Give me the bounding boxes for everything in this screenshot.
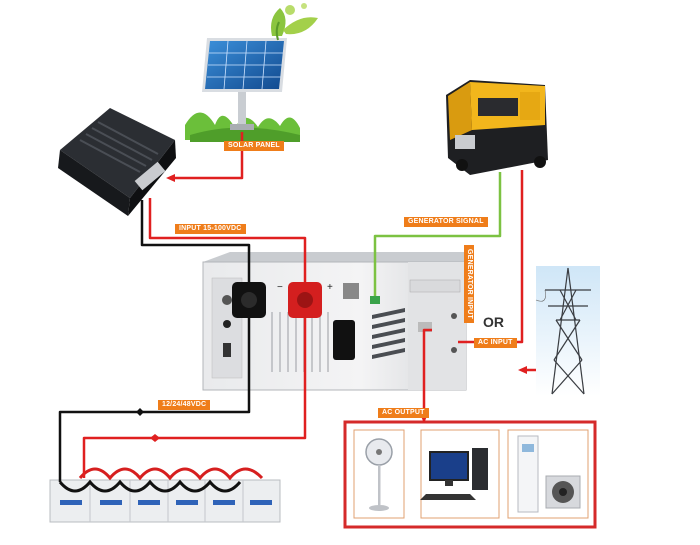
- battery-voltage-label: 12/24/48VDC: [158, 400, 211, 410]
- controller-wire-black: [140, 200, 251, 282]
- wiring: [58, 132, 536, 482]
- generator-signal-label: GENERATOR SIGNAL: [404, 217, 488, 227]
- ac-output-wire: [422, 328, 432, 422]
- battery-wire-red: [82, 318, 307, 478]
- battery-wire-black: [58, 318, 251, 482]
- fan-icon: [365, 438, 393, 511]
- generator-signal-wire: [373, 172, 502, 296]
- solar-panel-label: SOLAR PANEL: [224, 141, 284, 151]
- ac-input-label: AC INPUT: [474, 338, 517, 348]
- ac-output-label: AC OUTPUT: [378, 408, 429, 418]
- or-text: OR: [483, 314, 504, 330]
- svg-text:−: −: [277, 282, 283, 293]
- generator-icon: [446, 80, 548, 175]
- input-voltage-label: INPUT 15-100VDC: [175, 224, 246, 234]
- charge-controller-icon: [58, 108, 176, 216]
- inverter-icon: − +: [202, 252, 470, 391]
- controller-wire-red: [148, 198, 307, 282]
- power-tower-icon: [535, 266, 600, 396]
- generator-input-label: GENERATOR INPUT: [464, 245, 474, 324]
- ac-output-appliances: [343, 420, 597, 529]
- solar-panel-icon: [185, 3, 318, 142]
- computer-icon: [420, 448, 488, 500]
- air-conditioner-icon: [517, 435, 581, 513]
- svg-text:+: +: [327, 282, 333, 293]
- battery-bank-icon: [49, 467, 281, 523]
